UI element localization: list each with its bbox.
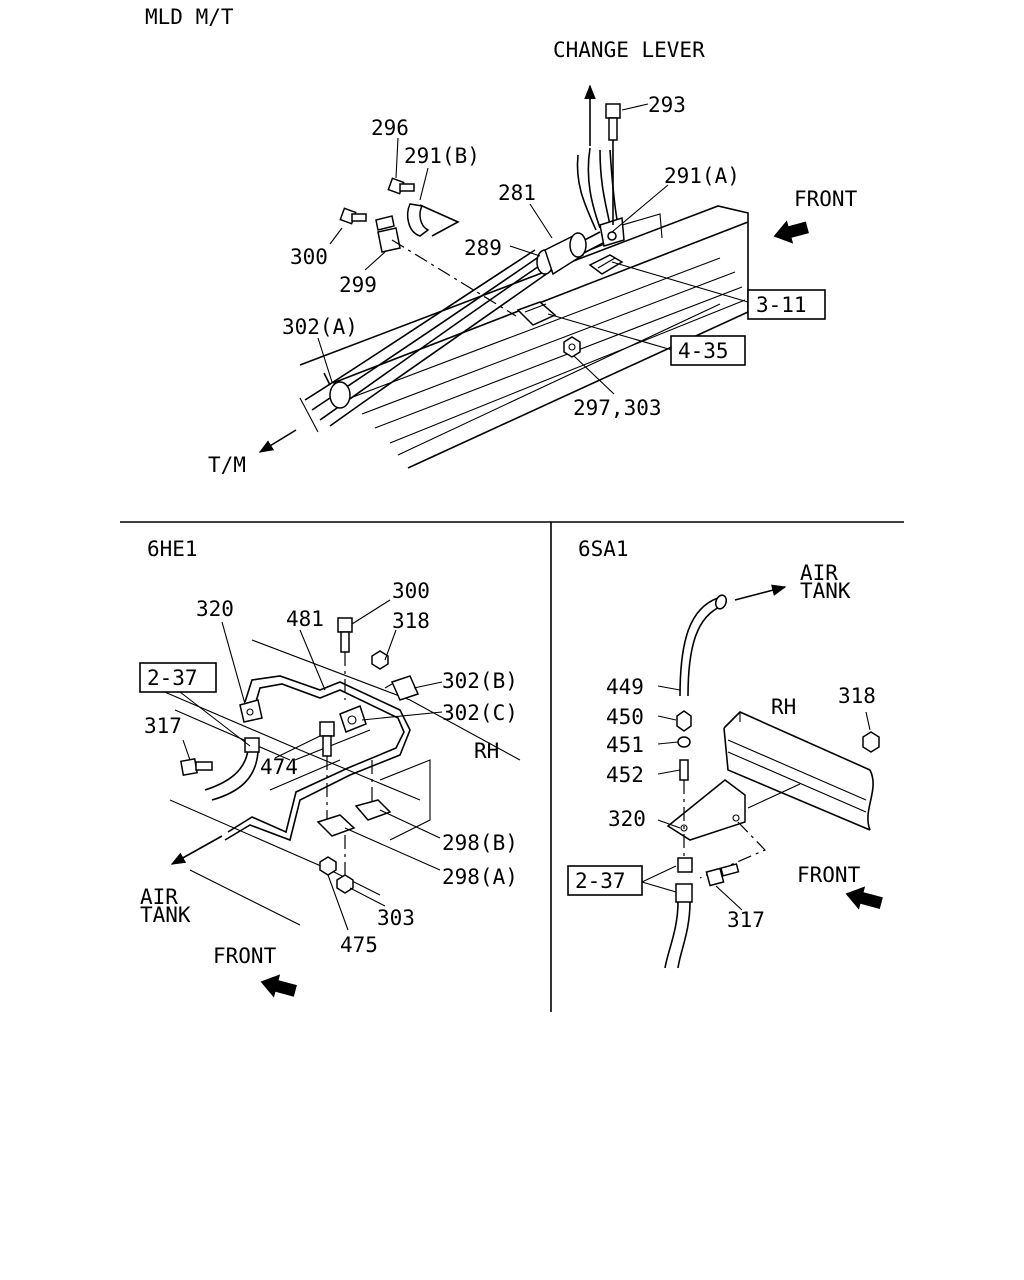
callout-296: 296	[371, 116, 409, 140]
nut-297-303	[563, 336, 581, 358]
air-label-right: AIR	[800, 561, 838, 585]
callout-303: 303	[377, 906, 415, 930]
bolt-293	[605, 103, 621, 225]
tank-label-right: TANK	[800, 579, 851, 603]
callout-289: 289	[464, 236, 502, 260]
callout-302a: 302(A)	[282, 315, 358, 339]
callout-317-6he1: 317	[144, 714, 182, 738]
section-dividers	[120, 521, 904, 1012]
callout-320-6sa1: 320	[608, 807, 646, 831]
direction-arrows-right	[734, 584, 883, 910]
direction-arrows-top	[258, 84, 809, 453]
reference-3-11: 3-11	[756, 293, 807, 317]
rh-label-left: RH	[474, 739, 499, 763]
bracket-4-35	[516, 301, 557, 326]
connector-320-6he1	[239, 699, 263, 723]
tank-label-left: TANK	[140, 903, 191, 927]
front-label-top: FRONT	[794, 187, 858, 211]
frame-rail-6sa1	[723, 711, 874, 831]
fittings-450-452	[676, 710, 692, 858]
callout-291a: 291(A)	[664, 164, 740, 188]
right-section: 6SA1	[567, 537, 883, 969]
callout-474: 474	[260, 755, 298, 779]
change-lever-label: CHANGE LEVER	[553, 38, 705, 62]
callout-481: 481	[286, 607, 324, 631]
clamp-291b	[407, 203, 460, 237]
reference-box-3-11	[747, 289, 826, 320]
callout-452: 452	[606, 763, 644, 787]
top-section-title: MLD M/T	[145, 5, 234, 29]
callout-300-6he1: 300	[392, 579, 430, 603]
front-arrow-icon-left	[260, 974, 297, 998]
lower-hose-6sa1	[664, 857, 693, 969]
leader-lines-top	[317, 103, 749, 395]
direction-arrows-left	[170, 835, 297, 998]
top-section: MLD M/T	[145, 5, 858, 477]
callout-293: 293	[648, 93, 686, 117]
callout-320-6he1: 320	[196, 597, 234, 621]
nut-318-6sa1	[862, 731, 880, 753]
air-label-left: AIR	[140, 885, 178, 909]
bolt-317-6sa1	[705, 863, 740, 887]
leader-lines-left	[179, 599, 443, 931]
front-arrow-icon-right	[845, 886, 883, 910]
reference-box-2-37-right	[567, 865, 643, 896]
callout-318-6sa1: 318	[838, 684, 876, 708]
front-arrow-icon	[773, 220, 809, 244]
callout-449: 449	[606, 675, 644, 699]
callout-281: 281	[498, 181, 536, 205]
rh-label-right: RH	[771, 695, 796, 719]
left-section: 6HE1	[139, 537, 521, 998]
nuts-303-475	[319, 856, 354, 894]
clip-302a	[323, 372, 351, 409]
callout-291b: 291(B)	[404, 144, 480, 168]
bolt-474	[319, 721, 335, 822]
bolt-296	[387, 177, 415, 195]
nut-318-6he1	[371, 650, 389, 670]
callout-302c: 302(C)	[442, 701, 518, 725]
clip-299	[375, 215, 517, 317]
callout-318-6he1: 318	[392, 609, 430, 633]
frame-6he1	[159, 639, 521, 926]
leader-lines-right	[641, 685, 871, 911]
bracket-3-11	[588, 254, 624, 275]
callout-300: 300	[290, 245, 328, 269]
reference-2-37-right: 2-37	[575, 869, 626, 893]
right-section-title: 6SA1	[578, 537, 629, 561]
bolt-300-6he1	[337, 617, 353, 700]
left-section-title: 6HE1	[147, 537, 198, 561]
flex-hose-6he1	[204, 737, 260, 801]
callout-302b: 302(B)	[442, 669, 518, 693]
reference-2-37-left: 2-37	[147, 666, 198, 690]
clamp-302b	[384, 675, 420, 701]
callout-298a: 298(A)	[442, 865, 518, 889]
reference-box-2-37-left	[139, 662, 217, 693]
reference-4-35: 4-35	[678, 339, 729, 363]
callout-450: 450	[606, 705, 644, 729]
clamp-302c	[339, 705, 367, 733]
bolt-300	[339, 207, 367, 225]
cable-grommet	[536, 232, 587, 276]
callout-299: 299	[339, 273, 377, 297]
front-label-left: FRONT	[213, 944, 277, 968]
front-label-right: FRONT	[797, 863, 861, 887]
air-pipe-481	[224, 675, 411, 842]
callout-475: 475	[340, 933, 378, 957]
bracket-298	[316, 760, 392, 876]
tm-label: T/M	[208, 453, 246, 477]
callout-297-303: 297,303	[573, 396, 662, 420]
callout-298b: 298(B)	[442, 831, 518, 855]
callout-451: 451	[606, 733, 644, 757]
reference-box-4-35	[670, 335, 746, 366]
bolt-317-6he1	[180, 758, 213, 776]
air-hose-449	[679, 594, 728, 697]
callout-317-6sa1: 317	[727, 908, 765, 932]
